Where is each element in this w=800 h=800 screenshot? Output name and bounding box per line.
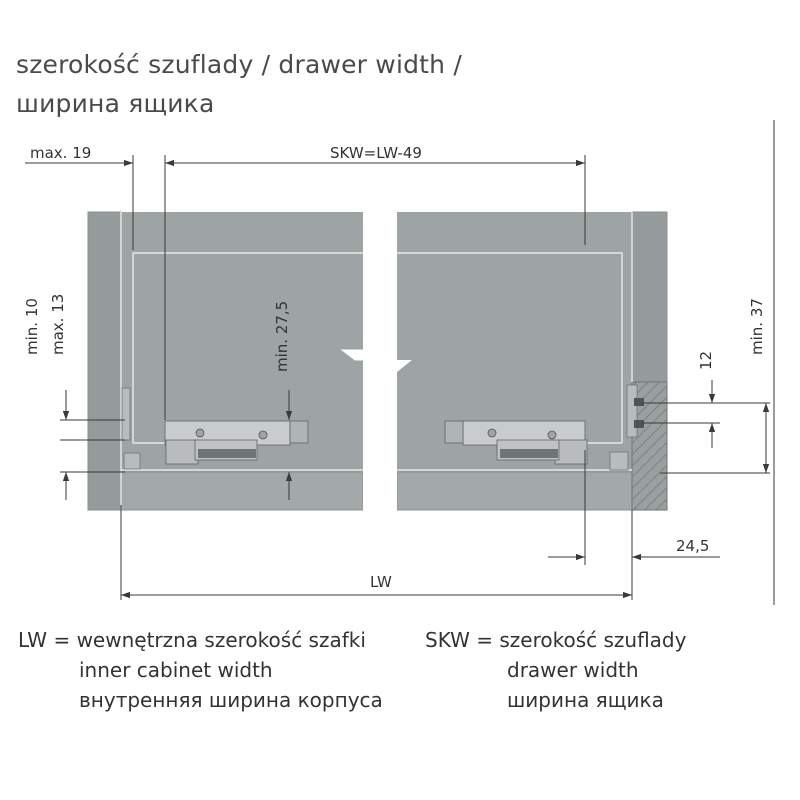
- legend-skw-key: SKW: [425, 628, 470, 652]
- legend-skw-eq: =: [476, 628, 493, 652]
- legend-lw: LW = wewnętrzna szerokość szafki inner c…: [18, 625, 383, 715]
- diagram-title-line1: szerokość szuflady / drawer width /: [16, 50, 462, 79]
- dim-max-19: max. 19: [30, 144, 91, 162]
- extension-lines: [60, 120, 775, 605]
- dimension-lines: [25, 159, 770, 599]
- dim-min-10: min. 10: [23, 298, 41, 355]
- legend-lw-eq: =: [53, 628, 71, 652]
- dim-max-13: max. 13: [49, 294, 67, 355]
- legend-lw-line1: LW = wewnętrzna szerokość szafki: [18, 625, 383, 655]
- legend-skw-pl: szerokość szuflady: [499, 628, 687, 652]
- diagram-title-line2: ширина ящика: [16, 89, 215, 118]
- legend-skw-line1: SKW = szerokość szuflady: [425, 625, 686, 655]
- dim-skw-formula: SKW=LW-49: [330, 144, 422, 162]
- legend-lw-key: LW: [18, 628, 48, 652]
- dim-min-37: min. 37: [748, 298, 766, 355]
- dim-min-27-5: min. 27,5: [273, 301, 291, 372]
- runner-left: [121, 387, 309, 470]
- legend-lw-en: inner cabinet width: [79, 658, 273, 682]
- dim-12: 12: [697, 351, 715, 370]
- legend-skw-en: drawer width: [507, 658, 639, 682]
- drawer-outline: [120, 212, 633, 510]
- dim-lw: LW: [370, 573, 392, 591]
- legend-skw: SKW = szerokość szuflady drawer width ши…: [425, 625, 686, 715]
- legend-lw-pl: wewnętrzna szerokość szafki: [76, 628, 366, 652]
- runner-right: [444, 384, 644, 471]
- dim-24-5: 24,5: [676, 537, 709, 555]
- break-line: [340, 200, 412, 530]
- legend-lw-ru: внутренняя ширина корпуса: [79, 688, 383, 712]
- legend-skw-ru: ширина ящика: [507, 688, 664, 712]
